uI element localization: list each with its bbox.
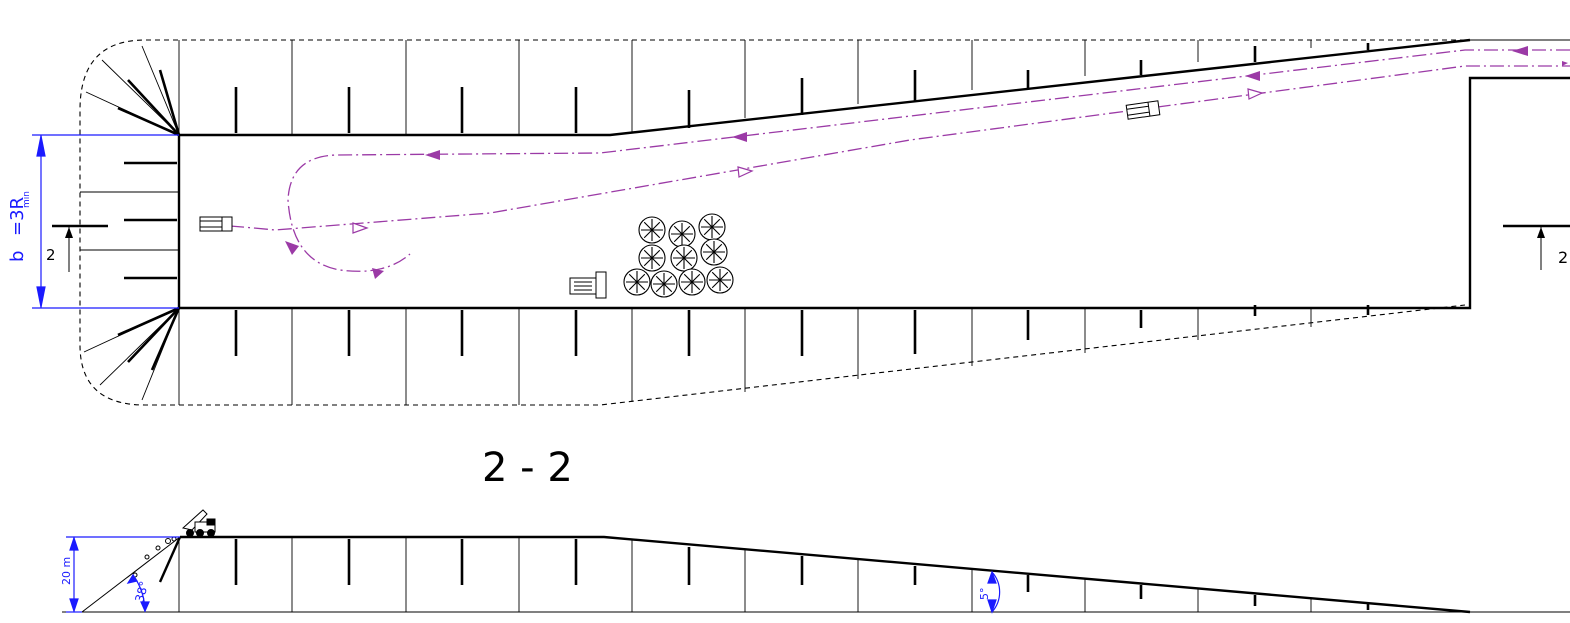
section-profile: [180, 535, 1471, 614]
route-arrow-icon: [1562, 61, 1568, 66]
route-arrow-icon: [372, 268, 384, 279]
log-icon: [706, 266, 734, 294]
route-arrow-icon: [737, 166, 754, 178]
plan-outer-boundary: [79, 39, 1466, 406]
slope-angle-label: 38°: [132, 580, 151, 604]
section-title: 2 - 2: [482, 445, 573, 491]
section-view: 20 m 38° 5°: [60, 509, 1570, 614]
section-ticks: [234, 539, 1370, 610]
plan-left-bench-lines: [80, 191, 179, 251]
log-pile-icon: [623, 213, 734, 298]
route-inbound-path: [287, 49, 1570, 272]
log-icon: [698, 213, 726, 241]
height-label: 20 m: [60, 557, 73, 585]
log-icon: [638, 216, 666, 244]
ramp-angle-label: 5°: [978, 588, 991, 601]
plan-pit-boundary: [177, 38, 1570, 310]
route-outbound-path: [229, 65, 1570, 231]
width-dimension: [32, 134, 179, 309]
ramp-angle-dimension: [987, 570, 1001, 614]
section-bench-lines: [178, 537, 1312, 612]
log-icon: [668, 220, 696, 248]
route-arrow-icon: [1512, 46, 1528, 56]
plan-corner-fan-bottom: [83, 306, 181, 401]
plan-view: [79, 38, 1570, 406]
plan-top-bench-lines: [178, 40, 1312, 135]
section-marker-right: 2: [1503, 224, 1570, 270]
section-marker-right-label: 2: [1558, 248, 1568, 267]
section-slope: [81, 536, 181, 613]
plan-bottom-bench-lines: [178, 308, 1312, 405]
plan-corner-fan-top: [85, 45, 181, 137]
width-formula: =3R: [7, 197, 28, 236]
plan-top-ticks: [234, 43, 1370, 133]
log-icon: [670, 244, 698, 272]
height-dimension: [66, 536, 180, 613]
excavator-icon: [569, 271, 607, 299]
plan-bottom-ticks: [234, 305, 1370, 356]
log-icon: [678, 268, 706, 296]
section-slope-edge: [158, 536, 182, 583]
route-arrow-icon: [352, 222, 369, 234]
route-arrow-icon: [1245, 71, 1260, 81]
section-marker-left-label: 2: [46, 246, 56, 264]
plan-left-ticks: [124, 161, 177, 280]
route-arrow-icon: [285, 241, 299, 255]
route-arrow-icon: [425, 150, 440, 160]
truck-icon: [199, 216, 233, 232]
haul-route: [229, 49, 1570, 272]
truck-icon: [1125, 100, 1161, 120]
route-arrow-icon: [732, 132, 747, 142]
dump-truck-icon: [181, 509, 216, 537]
width-dimension-label: b =3R min: [7, 191, 32, 262]
width-subscript: min: [22, 191, 32, 208]
section-marker-left: 2: [46, 224, 108, 272]
log-icon: [623, 268, 651, 296]
log-icon: [638, 244, 666, 272]
log-icon: [700, 238, 728, 266]
route-arrow-icon: [1247, 88, 1264, 100]
width-label: b: [7, 251, 28, 262]
log-icon: [650, 270, 678, 298]
route-arrows: [285, 46, 1568, 279]
